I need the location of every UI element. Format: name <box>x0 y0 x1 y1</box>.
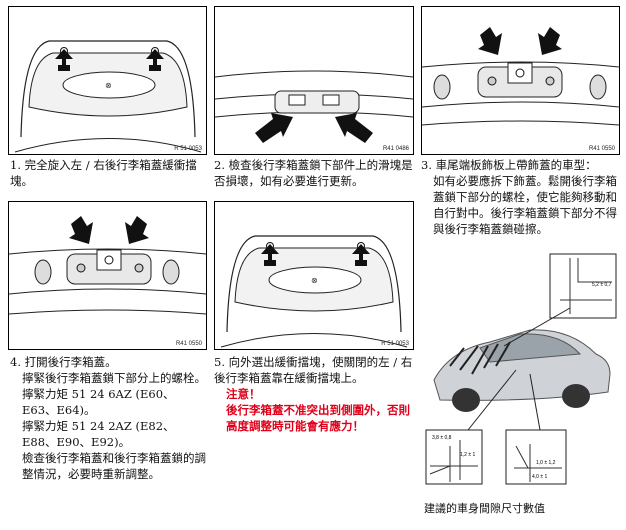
car-body-gap-illustration: 5,2 ± 0,7 3,8 ± 0,8 1,2 ± 1 1,0 ± 1,2 4,… <box>425 253 617 485</box>
latch-lower-part-illustration <box>215 70 413 143</box>
svg-text:5,2 ± 0,7: 5,2 ± 0,7 <box>592 282 612 288</box>
arrow-icon <box>146 49 164 71</box>
arrow-icon <box>335 113 373 143</box>
arrow-icon <box>125 216 149 244</box>
svg-text:1,2 ± 1: 1,2 ± 1 <box>460 452 475 458</box>
latch-bolts-illustration <box>422 27 619 126</box>
arrow-icon <box>55 49 73 71</box>
figure-ref: R 51 0053 <box>381 341 409 347</box>
arrow-icon <box>255 113 293 143</box>
figure-ref: R41 0486 <box>382 146 409 152</box>
warning-text: 後行李箱蓋不准突出到側圍外，否則高度調整時可能會有應力！ <box>226 403 410 433</box>
detail-box-top <box>549 253 617 319</box>
arrow-icon <box>478 27 502 55</box>
detail-box-right <box>505 429 567 485</box>
figure-1: ⊗ R 51 0053 <box>8 6 207 155</box>
figure-5: ⊗ R 51 0053 <box>214 201 414 350</box>
figure-3: R41 0550 <box>421 6 620 155</box>
arrow-icon <box>69 216 93 244</box>
svg-text:4,0 ± 1: 4,0 ± 1 <box>532 474 547 480</box>
detail-box-left <box>425 429 483 485</box>
arrow-icon <box>261 244 279 266</box>
arrow-icon <box>538 27 562 55</box>
step-2: 2. 檢查後行李箱蓋鎖下部件上的滑塊是否損壞，如有必要進行更新。 <box>214 158 413 188</box>
step-3: 3. 車尾端板飾板上帶飾蓋的車型： 如有必要應拆下飾蓋。鬆開後行李箱蓋鎖下部分的… <box>421 158 617 236</box>
svg-text:⊗: ⊗ <box>105 81 112 90</box>
arrow-icon <box>352 244 370 266</box>
step-4: 4. 打開後行李箱蓋。 擰緊後行李箱蓋鎖下部分上的螺栓。 擰緊力矩 51 24 … <box>10 355 206 481</box>
step-1: 1. 完全旋入左 / 右後行李箱蓋緩衝擋塊。 <box>10 158 197 188</box>
figure-4: R41 0550 <box>8 201 207 350</box>
svg-text:3,8 ± 0,8: 3,8 ± 0,8 <box>432 435 452 441</box>
figure-ref: R41 0550 <box>588 146 615 152</box>
trunk-lid-buffers-illustration: ⊗ <box>220 235 408 348</box>
svg-text:1,0 ± 1,2: 1,0 ± 1,2 <box>536 460 556 466</box>
gap-figure-caption: 建議的車身間隙尺寸數值 <box>424 502 545 515</box>
figure-ref: R 51 0053 <box>174 146 202 152</box>
latch-bolts-illustration <box>9 216 206 315</box>
figure-ref: R41 0550 <box>175 341 202 347</box>
svg-text:⊗: ⊗ <box>311 276 318 285</box>
note-label: 注意！ <box>226 387 261 401</box>
figure-2: R41 0486 <box>214 6 414 155</box>
step-5: 5. 向外選出緩衝擋塊，使關閉的左 / 右後行李箱蓋靠在緩衝擋塊上。 注意！ 後… <box>214 355 413 433</box>
trunk-lid-illustration: ⊗ <box>14 40 202 153</box>
gap-figure: 5,2 ± 0,7 3,8 ± 0,8 1,2 ± 1 1,0 ± 1,2 4,… <box>420 250 624 500</box>
